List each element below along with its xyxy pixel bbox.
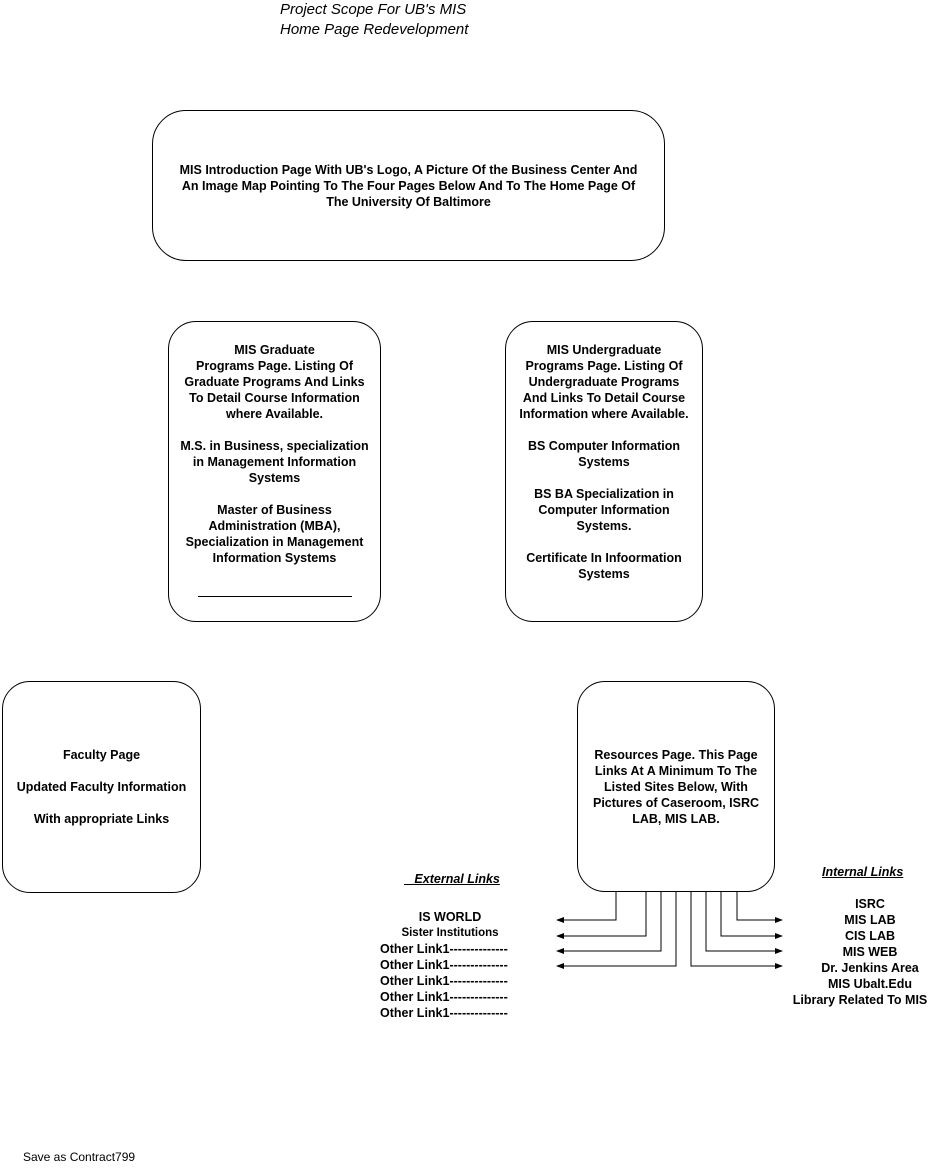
faculty-page-box: Faculty Page Updated Faculty Information…: [2, 681, 201, 893]
faculty-page-links: With appropriate Links: [33, 812, 170, 826]
external-arrow-1: [556, 892, 617, 923]
external-link-other: Other Link1--------------: [380, 974, 508, 988]
external-arrow-4: [556, 892, 677, 969]
external-link-other: Other Link1--------------: [380, 990, 508, 1004]
internal-link-mis-ubalt: MIS Ubalt.Edu: [827, 977, 913, 991]
internal-links-heading: Internal Links: [822, 865, 904, 879]
diagram-title: Project Scope For UB's MIS Home Page Red…: [280, 0, 530, 40]
external-link-other: Other Link1--------------: [380, 1006, 508, 1020]
external-arrow-2: [556, 892, 647, 939]
graduate-programs-box: MIS Graduate Programs Page. Listing Of G…: [168, 321, 381, 622]
footer-note: Save as Contract799: [23, 1150, 136, 1164]
undergraduate-programs-description: MIS Undergraduate Programs Page. Listing…: [519, 343, 689, 421]
external-links-list: IS WORLD Sister Institutions Other Link1…: [370, 909, 530, 1021]
internal-arrow-2: [720, 892, 783, 939]
internal-links-list: ISRC MIS LAB CIS LAB MIS WEB Dr. Jenkins…: [790, 896, 950, 1008]
graduate-ms-program: M.S. in Business, specialization in Mana…: [180, 439, 369, 485]
graduate-programs-description: MIS Graduate Programs Page. Listing Of G…: [184, 343, 365, 421]
intro-page-text: MIS Introduction Page With UB's Logo, A …: [179, 162, 638, 209]
resources-page-box: Resources Page. This Page Links At A Min…: [577, 681, 775, 892]
internal-link-jenkins-area: Dr. Jenkins Area: [821, 961, 919, 975]
undergraduate-bs-cis: BS Computer Information Systems: [527, 439, 681, 469]
resources-page-text: Resources Page. This Page Links At A Min…: [592, 747, 759, 826]
title-line-2: Home Page Redevelopment: [280, 21, 469, 38]
undergraduate-bsba-cis: BS BA Specialization in Computer Informa…: [534, 487, 674, 533]
external-link-other: Other Link1--------------: [380, 942, 508, 956]
internal-arrow-4: [690, 892, 783, 969]
blank-placeholder-line: [197, 596, 352, 597]
internal-link-mis-lab: MIS LAB: [844, 913, 896, 927]
undergraduate-certificate: Certificate In Infoormation Systems: [526, 551, 682, 581]
external-link-other: Other Link1--------------: [380, 958, 508, 972]
external-link-is-world: IS WORLD: [418, 910, 482, 924]
internal-link-cis-lab: CIS LAB: [845, 929, 895, 943]
intro-page-box: MIS Introduction Page With UB's Logo, A …: [152, 110, 665, 261]
faculty-page-title: Faculty Page: [62, 748, 141, 762]
internal-arrow-1: [736, 892, 783, 923]
graduate-mba-program: Master of Business Administration (MBA),…: [185, 503, 364, 565]
internal-link-library: Library Related To MIS: [792, 993, 928, 1007]
internal-link-mis-web: MIS WEB: [842, 945, 898, 959]
external-arrow-3: [556, 892, 662, 954]
external-links-heading-text: External Links: [414, 872, 500, 886]
faculty-page-info: Updated Faculty Information: [16, 780, 187, 794]
external-link-sister-institutions: Sister Institutions: [401, 927, 499, 939]
internal-link-isrc: ISRC: [855, 897, 885, 911]
external-links-heading: External Links: [404, 872, 500, 886]
internal-arrow-3: [705, 892, 783, 954]
title-line-1: Project Scope For UB's MIS: [280, 1, 467, 18]
undergraduate-programs-box: MIS Undergraduate Programs Page. Listing…: [505, 321, 703, 622]
